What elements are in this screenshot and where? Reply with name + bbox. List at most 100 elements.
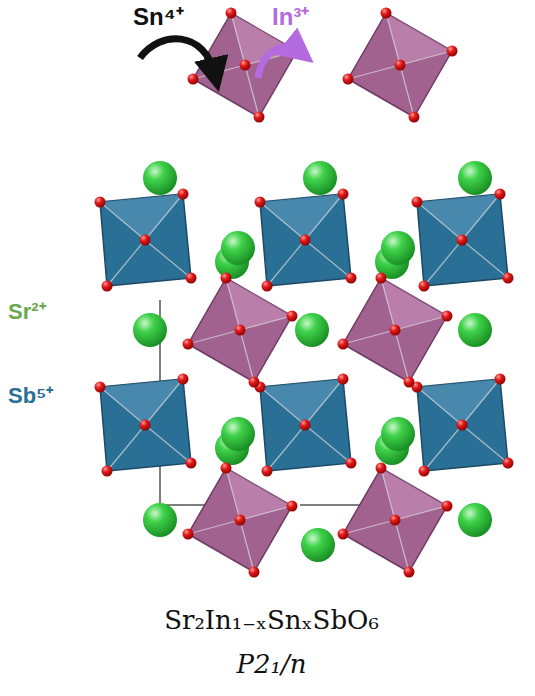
o-atom xyxy=(300,235,311,246)
o-atom xyxy=(419,281,430,292)
bond-line xyxy=(145,379,183,425)
bond-line xyxy=(462,425,508,463)
o-atom xyxy=(390,325,401,336)
o-atom xyxy=(503,458,514,469)
bond-line xyxy=(395,506,447,520)
o-atom xyxy=(183,339,194,350)
octahedron-facet xyxy=(417,194,500,240)
octahedron-facet xyxy=(260,379,343,425)
o-atom xyxy=(249,567,260,578)
o-atom xyxy=(95,382,106,393)
bond-line xyxy=(343,330,395,344)
bond-line xyxy=(145,194,183,240)
octahedron-facet xyxy=(226,278,292,330)
o-atom xyxy=(338,529,349,540)
bond-line xyxy=(226,468,240,520)
bond-line xyxy=(107,240,145,286)
sr-atom xyxy=(303,161,337,195)
bond-line xyxy=(100,387,145,425)
bond-line xyxy=(305,240,351,278)
bond-line xyxy=(381,278,395,330)
bond-line xyxy=(386,13,400,65)
o-atom xyxy=(447,46,458,57)
octahedron xyxy=(260,194,351,286)
bond-line xyxy=(462,240,508,278)
octahedron xyxy=(100,379,191,471)
bond-line xyxy=(240,506,292,520)
o-atom xyxy=(338,374,349,385)
bond-line xyxy=(100,202,145,240)
bond-line xyxy=(395,520,409,572)
o-atom xyxy=(495,374,506,385)
octahedron-facet xyxy=(260,194,343,240)
o-atom xyxy=(178,189,189,200)
bond-line xyxy=(417,387,462,425)
bond-line xyxy=(343,520,395,534)
bond-line xyxy=(381,468,395,520)
sr-atom xyxy=(458,313,492,347)
bond-line xyxy=(107,425,145,471)
o-atom xyxy=(95,197,106,208)
o-atom xyxy=(457,420,468,431)
sr-atom xyxy=(221,231,255,265)
bond-line xyxy=(193,65,245,79)
o-atom xyxy=(102,466,113,477)
bond-line xyxy=(260,202,305,240)
octahedron-facet xyxy=(386,13,452,65)
o-atom xyxy=(442,501,453,512)
atoms xyxy=(95,8,514,578)
octahedron xyxy=(100,194,191,286)
sr-atom xyxy=(295,313,329,347)
octahedron-facet xyxy=(381,278,447,330)
o-atom xyxy=(395,60,406,71)
bond-line xyxy=(395,316,447,330)
bond-line xyxy=(400,51,452,65)
octahedron-facet xyxy=(226,468,292,520)
octahedron xyxy=(260,379,351,471)
bond-line xyxy=(226,278,240,330)
bond-line xyxy=(145,240,191,278)
bond-line xyxy=(305,425,351,463)
sr-atom xyxy=(458,503,492,537)
o-atom xyxy=(346,273,357,284)
bond-line xyxy=(267,240,305,286)
o-atom xyxy=(338,339,349,350)
bond-line xyxy=(188,520,240,534)
o-atom xyxy=(221,273,232,284)
o-atom xyxy=(287,501,298,512)
bond-line xyxy=(260,387,305,425)
ion-label: Sr²⁺ xyxy=(8,300,46,324)
o-atom xyxy=(262,466,273,477)
o-atom xyxy=(186,273,197,284)
o-atom xyxy=(235,325,246,336)
octahedron xyxy=(343,468,447,572)
octahedron-facet xyxy=(381,468,447,520)
sr-atom xyxy=(301,528,335,562)
bond-line xyxy=(145,425,191,463)
bond-line xyxy=(400,65,414,117)
ion-label: Sn⁴⁺ xyxy=(133,4,184,30)
octahedron xyxy=(417,379,508,471)
o-atom xyxy=(140,420,151,431)
bond-line xyxy=(188,330,240,344)
sr-atom xyxy=(458,161,492,195)
o-atom xyxy=(390,515,401,526)
chemical-formula: Sr₂In₁₋ₓSnₓSbO₆ xyxy=(4,606,535,635)
sr-atom xyxy=(133,313,167,347)
o-atom xyxy=(221,463,232,474)
octahedron-facet xyxy=(100,194,183,240)
o-atom xyxy=(262,281,273,292)
octahedron xyxy=(343,278,447,382)
substitution-arrow xyxy=(140,39,215,75)
sr-atom xyxy=(143,503,177,537)
octahedron xyxy=(188,468,292,572)
o-atom xyxy=(249,377,260,388)
o-atom xyxy=(503,273,514,284)
bond-line xyxy=(240,316,292,330)
octahedron-facet xyxy=(417,379,500,425)
bond-line xyxy=(462,379,500,425)
o-atom xyxy=(188,74,199,85)
bond-line xyxy=(395,330,409,382)
